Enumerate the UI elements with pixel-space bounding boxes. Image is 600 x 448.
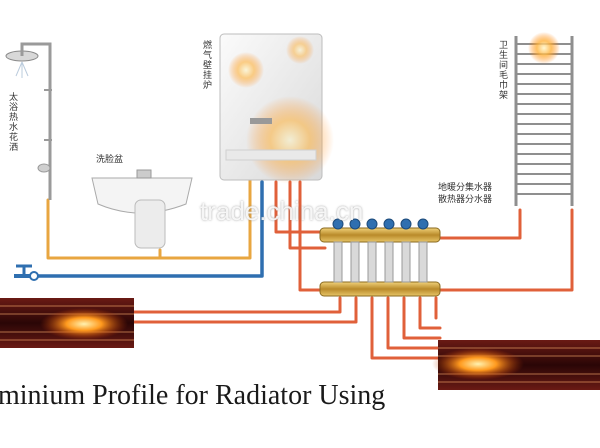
manifold-cap (367, 219, 377, 229)
left-profile-feed-2 (130, 298, 356, 322)
manifold-cap (384, 219, 394, 229)
watermark: trade.china.cn (200, 196, 363, 227)
caption: minium Profile for Radiator Using (0, 380, 385, 412)
radiator-profile-icon (0, 298, 134, 348)
manifold-port (334, 242, 342, 282)
towel-rack-icon (516, 32, 572, 206)
towel-rack-label: 卫生间毛巾架 (496, 40, 509, 100)
manifold-icon (320, 219, 440, 296)
right-profile-feed-2 (388, 298, 440, 348)
shower-label: 太浴热水花洒 (6, 92, 19, 152)
manifold-port (351, 242, 359, 282)
sink-icon (92, 170, 192, 248)
towel-rack-return (440, 210, 572, 290)
basin-label: 洗脸盆 (96, 152, 123, 165)
manifold-port (368, 242, 376, 282)
manifold-port (419, 242, 427, 282)
radiator-profile-icon-right (432, 340, 600, 390)
manifold-label-2: 散热器分水器 (438, 192, 492, 205)
valve-icon (14, 266, 38, 280)
boiler-icon (220, 34, 334, 184)
manifold-cap (418, 219, 428, 229)
manifold-port (385, 242, 393, 282)
towel-rack-supply (440, 210, 520, 238)
manifold-port (402, 242, 410, 282)
boiler-label: 燃气壁挂炉 (200, 40, 213, 90)
left-profile-feed-1 (130, 298, 340, 312)
manifold-cap (401, 219, 411, 229)
